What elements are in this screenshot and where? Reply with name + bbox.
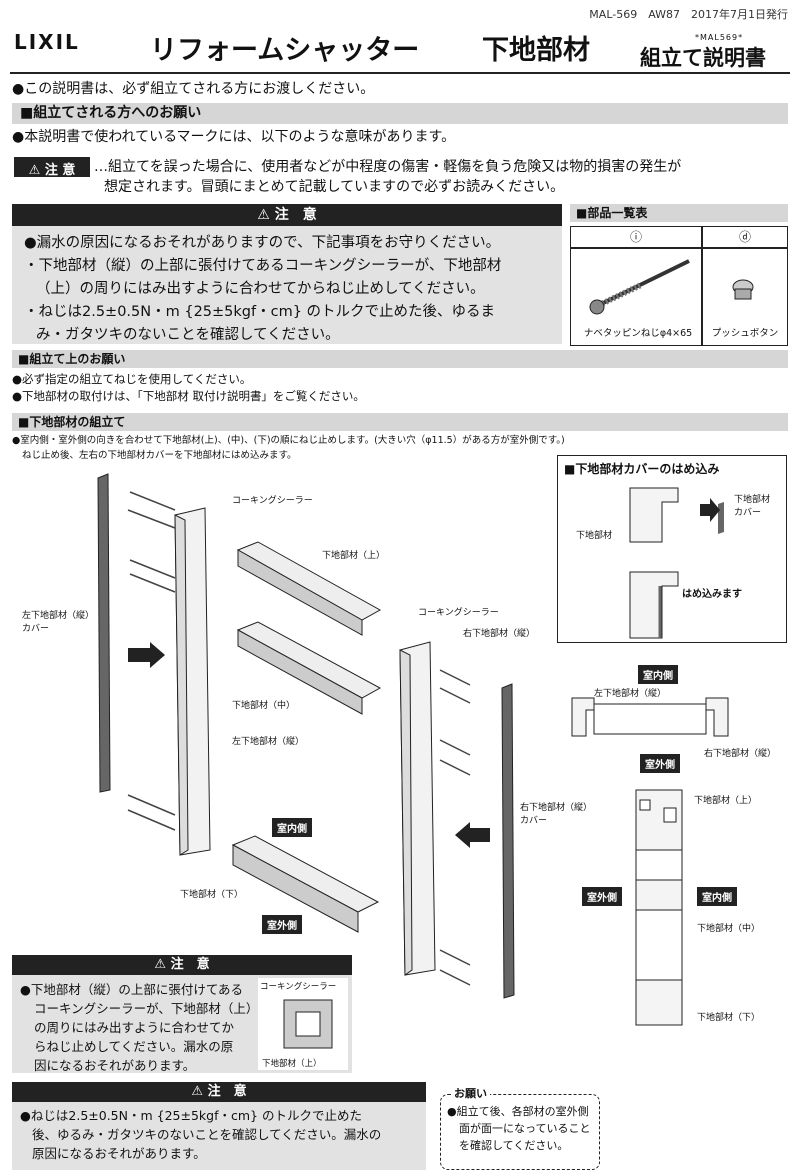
- main-caution-line1: ●漏水の原因になるおそれがありますので、下記事項をお守りください。: [24, 235, 501, 251]
- main-caution-header: ⚠ 注 意: [12, 204, 562, 226]
- main-caution-box: ⚠ 注 意 ●漏水の原因になるおそれがありますので、下記事項をお守りください。 …: [12, 204, 562, 344]
- exploded-assembly-diagram: [97, 473, 515, 999]
- section-top-right-label: 右下地部材（縦）: [704, 749, 777, 759]
- request-section-bar: ■組立てされる方へのお願い: [12, 103, 788, 124]
- label-lower-member: 下地部材（下）: [180, 890, 244, 900]
- label-caulk-right: コーキングシーラー: [418, 608, 499, 618]
- caution2-line1: ●下地部材（縦）の上部に張付けてある: [20, 982, 244, 997]
- caution3-line2: 後、ゆるみ・ガタツキのないことを確認してください。漏水の: [32, 1127, 382, 1142]
- handover-notice: ●この説明書は、必ず組立てされる方にお渡しください。: [12, 81, 375, 97]
- tag-indoor: 室内側: [272, 818, 312, 837]
- tag-outdoor: 室外側: [262, 915, 302, 934]
- caution2-header: ⚠ 注 意: [12, 955, 352, 975]
- parts-table: ⓘ ⓓ ナベタッピンねじφ4×65 プッシュボタン: [570, 226, 788, 346]
- label-right-vertical: 右下地部材（縦）: [463, 629, 536, 639]
- parts-col1-head: ⓘ: [629, 230, 642, 244]
- section-top-outdoor-tag: 室外側: [640, 754, 680, 773]
- assembly-note2: ●下地部材の取付けは、「下地部材 取付け説明書」をご覧ください。: [12, 389, 365, 403]
- caution2-line3: の周りにはみ出すように合わせてか: [34, 1020, 235, 1035]
- section-top-diagram: [571, 697, 729, 737]
- section-side-diagram: [635, 789, 683, 1026]
- caution-badge: ⚠ 注 意: [14, 157, 90, 178]
- parts-col2-name: プッシュボタン: [711, 328, 779, 339]
- page-subtitle: 組立て説明書: [640, 46, 766, 70]
- document-meta: MAL-569 AW87 2017年7月1日発行: [589, 8, 788, 21]
- header-rule: [10, 72, 790, 74]
- caution2-line4: らねじ止めしてください。漏水の原: [34, 1039, 234, 1054]
- assembly-notes-bar: ■組立て上のお願い: [12, 350, 788, 368]
- section-side-upper-label: 下地部材（上）: [694, 796, 758, 806]
- caution3-line3: 原因になるおそれがあります。: [32, 1146, 206, 1161]
- section-top-left-label: 左下地部材（縦）: [594, 689, 667, 699]
- caution3-header: ⚠ 注 意: [12, 1082, 426, 1102]
- cover-fitting-panel: ■下地部材カバーのはめ込み 下地部材 カバー 下地部材 はめ込みます: [557, 455, 787, 643]
- parts-col1-name: ナベタッピンねじφ4×65: [583, 328, 693, 339]
- section-side-outdoor-tag: 室外側: [582, 887, 622, 906]
- section-side-lower-label: 下地部材（下）: [697, 1013, 761, 1023]
- cover-fitting-fit-label: はめ込みます: [682, 589, 742, 600]
- caution2-fig-upper: 下地部材（上）: [262, 1059, 322, 1069]
- request-box: お願い ●組立て後、各部材の室外側 面が面一になっていること を確認してください…: [440, 1085, 600, 1170]
- tapping-screw-icon: [589, 259, 690, 315]
- page-title: リフォームシャッター: [150, 35, 420, 66]
- cover-fitting-diagram: [629, 487, 724, 639]
- caution3-box: ⚠ 注 意 ●ねじは2.5±0.5N・m {25±5kgf・cm} のトルクで止…: [12, 1082, 426, 1170]
- page-title-part: 下地部材: [482, 35, 590, 66]
- push-button-icon: [732, 279, 754, 300]
- assembly-instruction1: ●室内側・室外側の向きを合わせて下地部材(上)、(中)、(下)の順にねじ止めしま…: [12, 435, 565, 446]
- caution2-fig-caulk: コーキングシーラー: [260, 982, 337, 992]
- label-upper-member: 下地部材（上）: [322, 551, 386, 561]
- section-side-indoor-tag: 室内側: [697, 887, 737, 906]
- marks-explanation: ●本説明書で使われているマークには、以下のような意味があります。: [12, 129, 456, 145]
- caution2-line2: コーキングシーラーが、下地部材（上）: [34, 1001, 259, 1016]
- caution3-line1: ●ねじは2.5±0.5N・m {25±5kgf・cm} のトルクで止めた: [20, 1108, 362, 1123]
- label-middle-member: 下地部材（中）: [232, 701, 296, 711]
- parts-col2-head: ⓓ: [738, 230, 751, 244]
- caution2-line5: 因になるおそれがあります。: [34, 1058, 196, 1073]
- cover-fitting-cover-label: 下地部材 カバー: [734, 495, 771, 518]
- main-caution-line2: ・下地部材（縦）の上部に張付けてあるコーキングシーラーが、下地部材: [24, 258, 502, 274]
- assembly-instruction2: ねじ止め後、左右の下地部材カバーを下地部材にはめ込みます。: [22, 450, 297, 461]
- label-right-cover: 右下地部材（縦） カバー: [520, 803, 593, 826]
- assembly-section-bar: ■下地部材の組立て: [12, 413, 788, 431]
- parts-list-bar: ■部品一覧表: [570, 204, 788, 222]
- request-line1: ●組立て後、各部材の室外側: [447, 1105, 589, 1118]
- label-left-vertical: 左下地部材（縦）: [232, 737, 305, 747]
- request-header: お願い: [451, 1085, 490, 1101]
- section-top-indoor-tag: 室内側: [638, 665, 678, 684]
- assembly-note1: ●必ず指定の組立てねじを使用してください。: [12, 372, 252, 386]
- cover-fitting-title: ■下地部材カバーのはめ込み: [564, 462, 720, 476]
- request-line3: を確認してください。: [459, 1139, 569, 1152]
- label-caulk-left: コーキングシーラー: [232, 496, 313, 506]
- caution2-figure: コーキングシーラー 下地部材（上）: [258, 978, 348, 1070]
- cover-fitting-base-label: 下地部材: [576, 531, 613, 541]
- caution-definition-line2: 想定されます。冒頭にまとめて記載していますので必ずお読みください。: [104, 179, 565, 195]
- brand-logo: LIXIL: [14, 30, 80, 54]
- main-caution-line4: ・ねじは2.5±0.5N・m {25±5kgf・cm} のトルクで止めた後、ゆる…: [24, 304, 496, 320]
- request-line2: 面が面一になっていること: [459, 1122, 591, 1135]
- main-caution-line5: み・ガタツキのないことを確認してください。: [36, 327, 340, 343]
- section-side-middle-label: 下地部材（中）: [697, 924, 761, 934]
- main-caution-line3: （上）の周りにはみ出すように合わせてからねじ止めしてください。: [36, 281, 485, 297]
- label-left-cover: 左下地部材（縦） カバー: [22, 611, 95, 634]
- barcode-text: *MAL569*: [695, 33, 744, 42]
- caution2-figure-drawing: [283, 999, 333, 1049]
- caution-definition-line1: …組立てを誤った場合に、使用者などが中程度の傷害・軽傷を負う危険又は物的損害の発…: [94, 159, 682, 175]
